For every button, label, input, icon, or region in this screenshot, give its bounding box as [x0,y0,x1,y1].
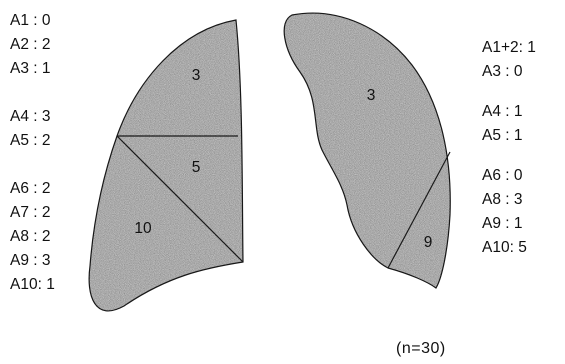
segment-row: A8 : 3 [482,188,536,212]
segment-row: A2 : 2 [10,33,55,57]
right-segment-list: A1+2: 1 A3 : 0 A4 : 1 A5 : 1 A6 : 0 A8 :… [482,36,536,260]
segment-row: A8 : 2 [10,225,55,249]
left-lung-middle-count: 5 [192,159,201,177]
segment-row: A5 : 1 [482,124,536,148]
segment-row: A9 : 3 [10,249,55,273]
segment-row: A5 : 2 [10,129,55,153]
segment-row: A7 : 2 [10,201,55,225]
left-lung-lower-count: 10 [134,220,151,238]
segment-row: A4 : 1 [482,100,536,124]
left-lung-texture [89,20,243,311]
segment-row: A4 : 3 [10,105,55,129]
segment-row: A3 : 1 [10,57,55,81]
segment-row: A6 : 2 [10,177,55,201]
segment-row: A1+2: 1 [482,36,536,60]
right-lung-lower-count: 9 [424,234,433,252]
left-lung-upper-count: 3 [192,67,201,85]
segment-row: A10: 1 [10,273,55,297]
segment-row: A3 : 0 [482,60,536,84]
sample-size-label: (n=30) [396,340,446,358]
segment-row: A9 : 1 [482,212,536,236]
segment-row: A10: 5 [482,236,536,260]
segment-row: A1 : 0 [10,9,55,33]
segment-row: A6 : 0 [482,164,536,188]
left-segment-list: A1 : 0 A2 : 2 A3 : 1 A4 : 3 A5 : 2 A6 : … [10,9,55,297]
right-lung-upper-count: 3 [367,87,376,105]
